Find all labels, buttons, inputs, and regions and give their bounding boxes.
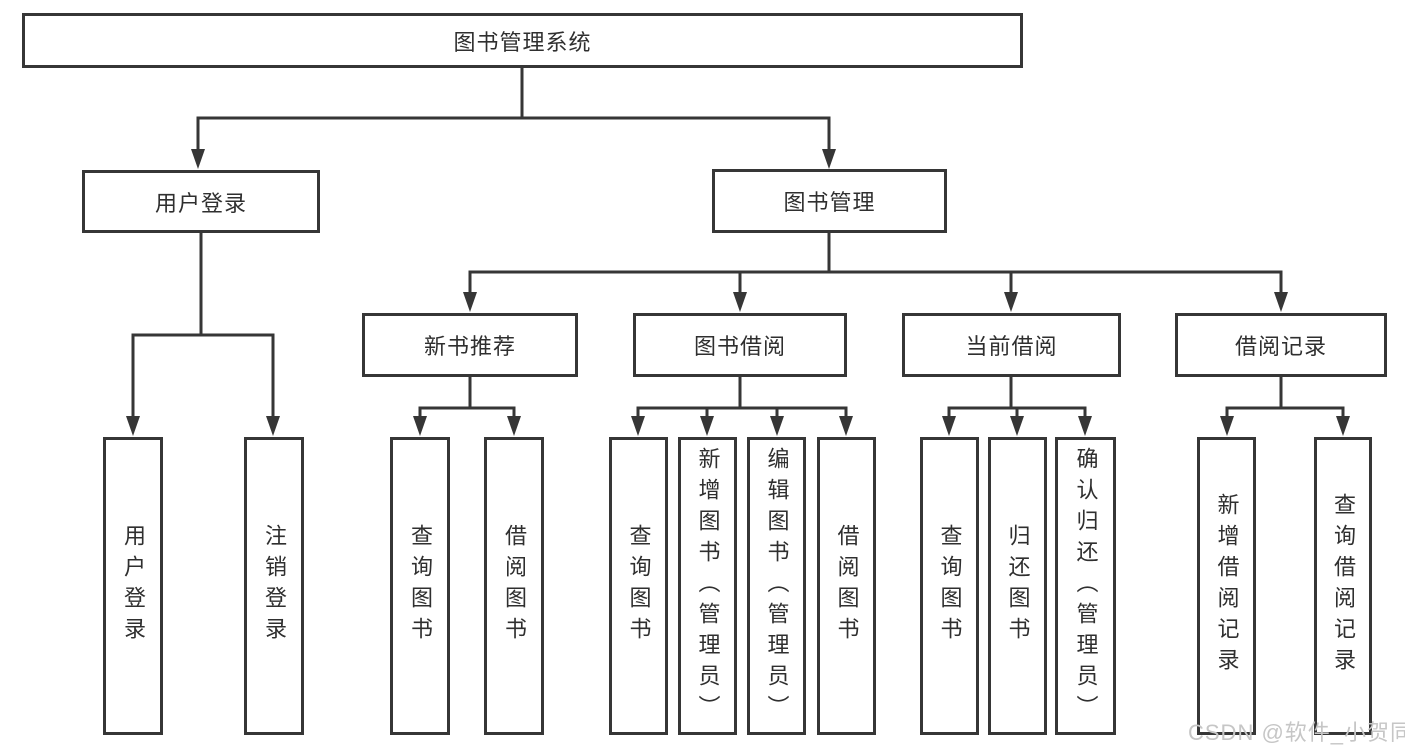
leaf-records-add-record: 新增借阅记录: [1197, 437, 1256, 735]
leaf-borrow-query-book: 查询图书: [609, 437, 668, 735]
leaf-borrow-borrow-book-label: 借阅图书: [834, 524, 860, 648]
leaf-current-query-book: 查询图书: [920, 437, 979, 735]
leaf-current-query-book-label: 查询图书: [937, 524, 963, 648]
leaf-rec-borrow-book-label: 借阅图书: [502, 524, 527, 648]
node-book-borrow-label: 图书借阅: [693, 334, 786, 359]
leaf-current-return-book: 归还图书: [988, 437, 1047, 735]
new-book-rec-connectors: [413, 375, 521, 436]
leaf-logout: 注销登录: [244, 437, 304, 735]
leaf-borrow-add-book: 新增图书（管理员）: [678, 437, 737, 735]
node-root-label: 图书管理系统: [453, 29, 592, 55]
leaf-rec-borrow-book: 借阅图书: [484, 437, 544, 735]
leaf-borrow-edit-book: 编辑图书（管理员）: [747, 437, 806, 735]
leaf-logout-label: 注销登录: [262, 524, 287, 648]
leaf-records-query-record: 查询借阅记录: [1314, 437, 1372, 735]
node-book-mgmt: 图书管理: [712, 169, 947, 233]
user-login-connectors: [126, 231, 280, 436]
leaf-records-query-record-label: 查询借阅记录: [1331, 493, 1356, 679]
node-new-book-rec-label: 新书推荐: [423, 334, 516, 359]
book-borrow-connectors: [631, 375, 853, 436]
leaf-user-login-label: 用户登录: [121, 524, 146, 648]
node-user-login: 用户登录: [82, 170, 320, 233]
borrow-records-connectors: [1220, 375, 1350, 436]
book-mgmt-connectors: [463, 231, 1288, 312]
node-borrow-records-label: 借阅记录: [1234, 334, 1327, 359]
leaf-borrow-query-book-label: 查询图书: [626, 524, 652, 648]
leaf-borrow-add-book-label: 新增图书（管理员）: [695, 446, 721, 726]
node-borrow-records: 借阅记录: [1175, 313, 1387, 377]
leaf-user-login: 用户登录: [103, 437, 163, 735]
node-new-book-rec: 新书推荐: [362, 313, 578, 377]
node-current-borrow-label: 当前借阅: [965, 334, 1058, 359]
node-user-login-label: 用户登录: [154, 190, 247, 216]
leaf-current-return-book-label: 归还图书: [1005, 524, 1031, 648]
node-book-mgmt-label: 图书管理: [783, 190, 876, 215]
node-current-borrow: 当前借阅: [902, 313, 1121, 377]
root-branch-connectors: [191, 66, 836, 169]
watermark-text: CSDN @软件_小贺同学: [1188, 720, 1405, 745]
node-book-borrow: 图书借阅: [633, 313, 847, 377]
current-borrow-connectors: [942, 375, 1092, 436]
leaf-rec-query-book: 查询图书: [390, 437, 450, 735]
node-root: 图书管理系统: [22, 13, 1023, 68]
leaf-borrow-edit-book-label: 编辑图书（管理员）: [764, 446, 790, 726]
leaf-current-confirm-return: 确认归还（管理员）: [1055, 437, 1116, 735]
leaf-records-add-record-label: 新增借阅记录: [1214, 493, 1240, 679]
leaf-current-confirm-return-label: 确认归还（管理员）: [1073, 446, 1099, 726]
leaf-borrow-borrow-book: 借阅图书: [817, 437, 876, 735]
leaf-rec-query-book-label: 查询图书: [408, 524, 433, 648]
